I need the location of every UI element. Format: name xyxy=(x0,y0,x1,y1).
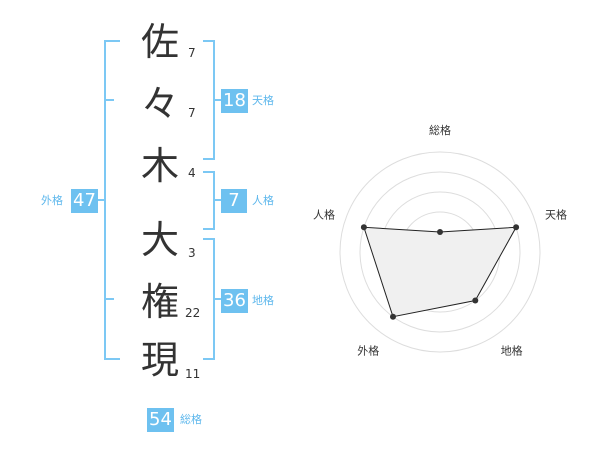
chikaku-connector xyxy=(213,298,221,300)
radar-ring-5 xyxy=(339,151,541,353)
jinkaku-label: 人格 xyxy=(252,194,274,207)
stroke-count-6: 11 xyxy=(185,367,201,381)
name-char-6: 現 xyxy=(140,338,179,382)
radar-axis-label-1: 総格 xyxy=(429,123,451,137)
gaikaku-value-badge: 47 xyxy=(71,189,98,213)
chikaku-label: 地格 xyxy=(252,294,274,307)
name-char-4: 大 xyxy=(140,218,179,262)
tenkaku-connector xyxy=(213,99,221,101)
radar-point-4 xyxy=(390,313,396,320)
gaikaku-connector xyxy=(98,199,106,201)
jinkaku-value-badge: 7 xyxy=(221,189,247,213)
radar-point-1 xyxy=(437,229,443,235)
radar-ring-4 xyxy=(359,171,521,333)
name-char-3: 木 xyxy=(140,144,179,188)
gaikaku-tick-1 xyxy=(104,99,114,101)
soukaku-label: 総格 xyxy=(180,413,202,426)
name-char-2: 々 xyxy=(140,82,179,126)
tenkaku-label: 天格 xyxy=(252,94,274,107)
radar-axis-label-4: 外格 xyxy=(357,344,379,358)
stroke-count-3: 4 xyxy=(188,166,196,180)
tenkaku-value-badge: 18 xyxy=(221,89,248,113)
stroke-count-2: 7 xyxy=(188,106,196,120)
radar-point-2 xyxy=(513,224,520,231)
jinkaku-connector xyxy=(213,199,221,201)
gaikaku-tick-2 xyxy=(104,298,114,300)
stroke-count-1: 7 xyxy=(188,46,196,60)
gaikaku-label: 外格 xyxy=(41,194,63,207)
radar-point-3 xyxy=(472,297,479,304)
radar-axis-label-3: 地格 xyxy=(501,344,523,358)
radar-axis-label-2: 天格 xyxy=(545,207,567,221)
chikaku-value-badge: 36 xyxy=(221,289,248,313)
name-char-1: 佐 xyxy=(140,20,179,64)
gaikaku-bracket xyxy=(104,40,120,360)
radar-axis-label-5: 人格 xyxy=(313,207,335,221)
radar-points xyxy=(360,224,520,320)
radar-point-5 xyxy=(360,224,367,231)
stroke-count-5: 22 xyxy=(185,306,201,320)
radar-area xyxy=(363,226,517,318)
soukaku-value-badge: 54 xyxy=(147,408,174,432)
stroke-count-4: 3 xyxy=(188,246,196,260)
name-char-5: 権 xyxy=(140,280,179,324)
